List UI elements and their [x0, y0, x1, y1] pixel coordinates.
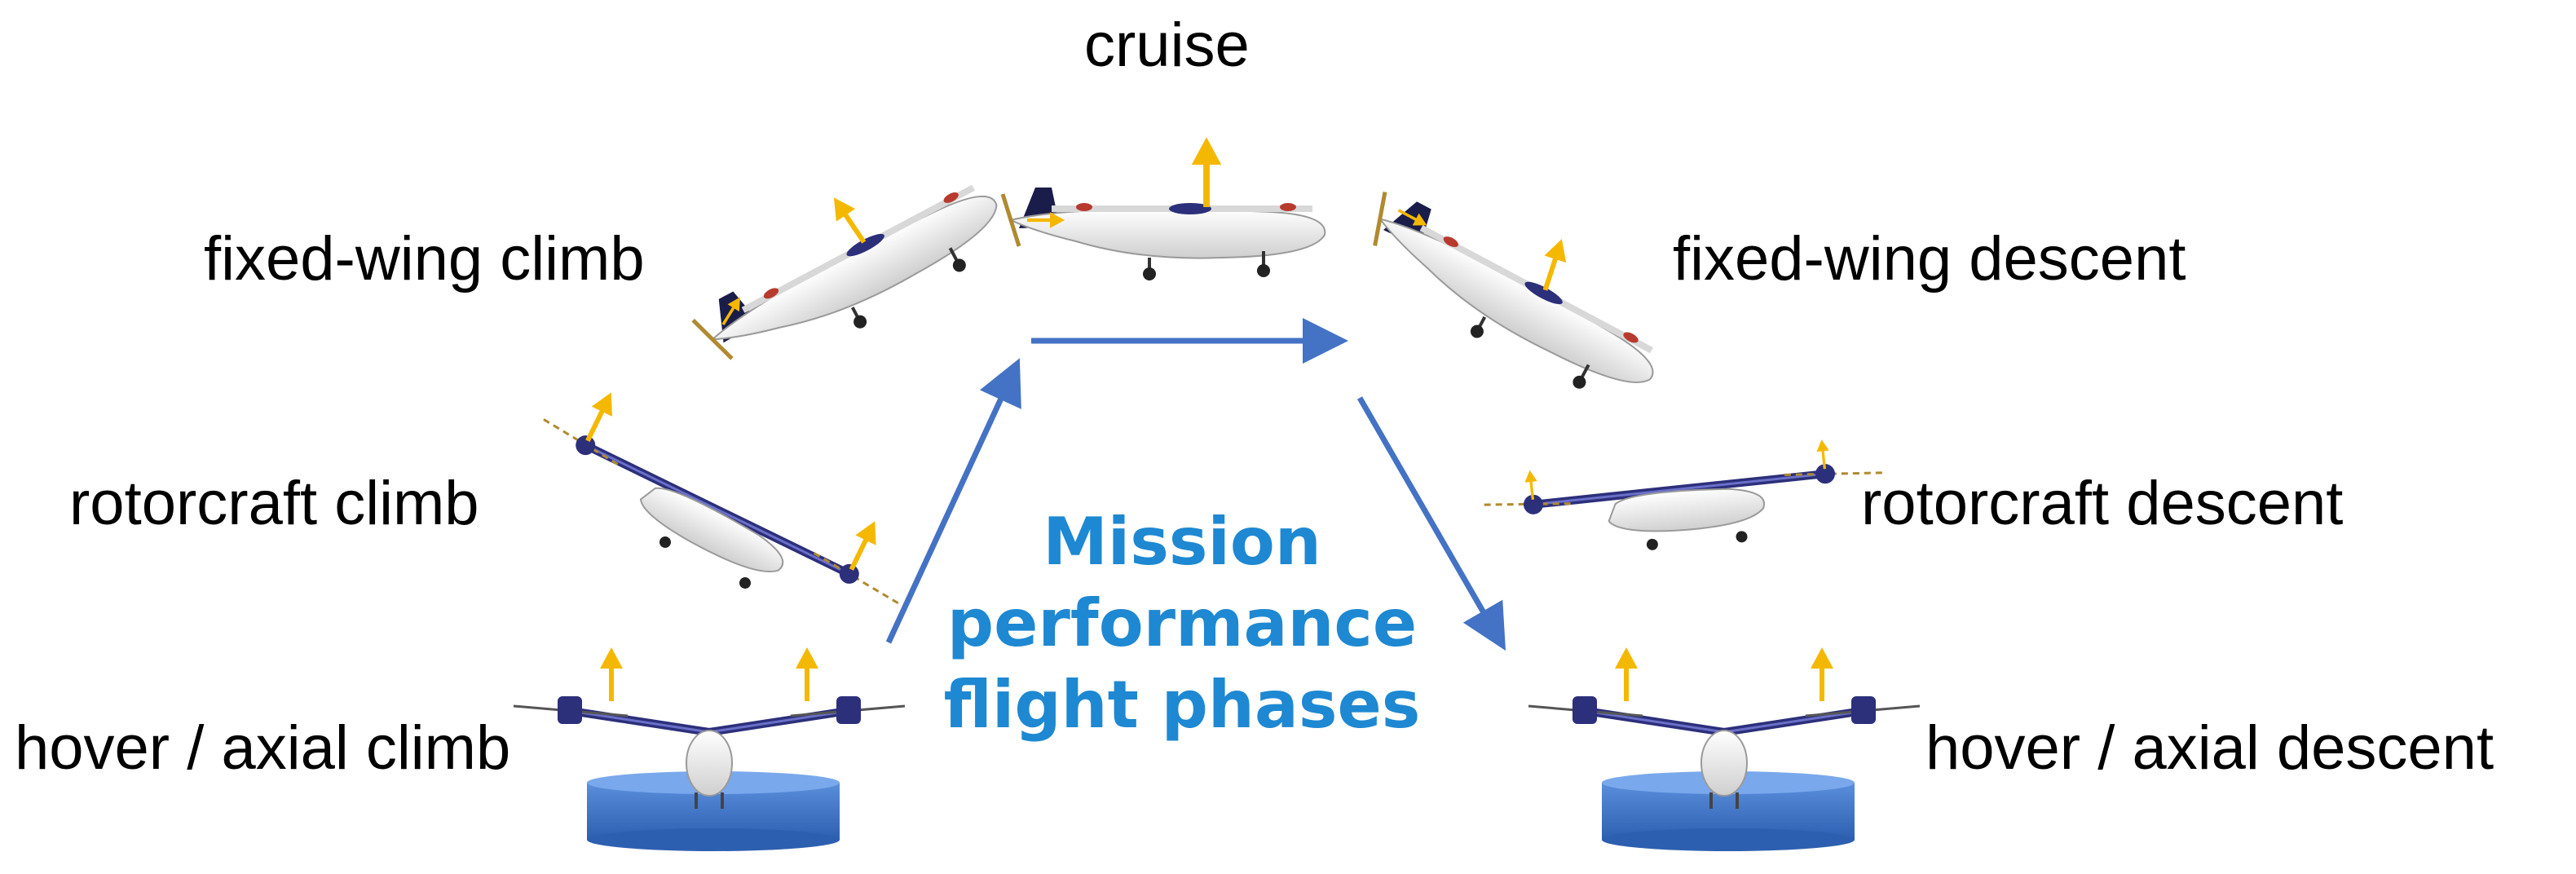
rotorcraft-descent-aircraft — [1481, 437, 1888, 569]
landing-pad-right — [1602, 771, 1855, 851]
hover-descent-aircraft — [1528, 647, 1920, 809]
center-title: Mission performance flight phases — [921, 501, 1443, 746]
hover-climb-aircraft — [514, 647, 905, 809]
label-hover-descent: hover / axial descent — [1925, 713, 2494, 783]
flow-arrow-descent — [1356, 396, 1506, 651]
label-cruise: cruise — [1084, 11, 1250, 80]
center-title-line-1: Mission — [1043, 504, 1321, 580]
label-hover-climb: hover / axial climb — [15, 713, 511, 783]
label-rotorcraft-climb: rotorcraft climb — [69, 469, 479, 538]
label-fixed-wing-climb: fixed-wing climb — [204, 224, 645, 294]
label-fixed-wing-descent: fixed-wing descent — [1673, 224, 2186, 294]
cruise-aircraft — [1003, 137, 1325, 280]
rotorcraft-climb-aircraft — [515, 371, 926, 652]
flow-arrow-climb — [885, 358, 1021, 644]
fixed-wing-descent-aircraft — [1344, 153, 1690, 419]
center-title-line-3: flight phases — [943, 667, 1421, 743]
label-rotorcraft-descent: rotorcraft descent — [1861, 469, 2344, 538]
fixed-wing-climb-aircraft — [673, 130, 1018, 396]
center-title-line-2: performance — [946, 585, 1418, 661]
